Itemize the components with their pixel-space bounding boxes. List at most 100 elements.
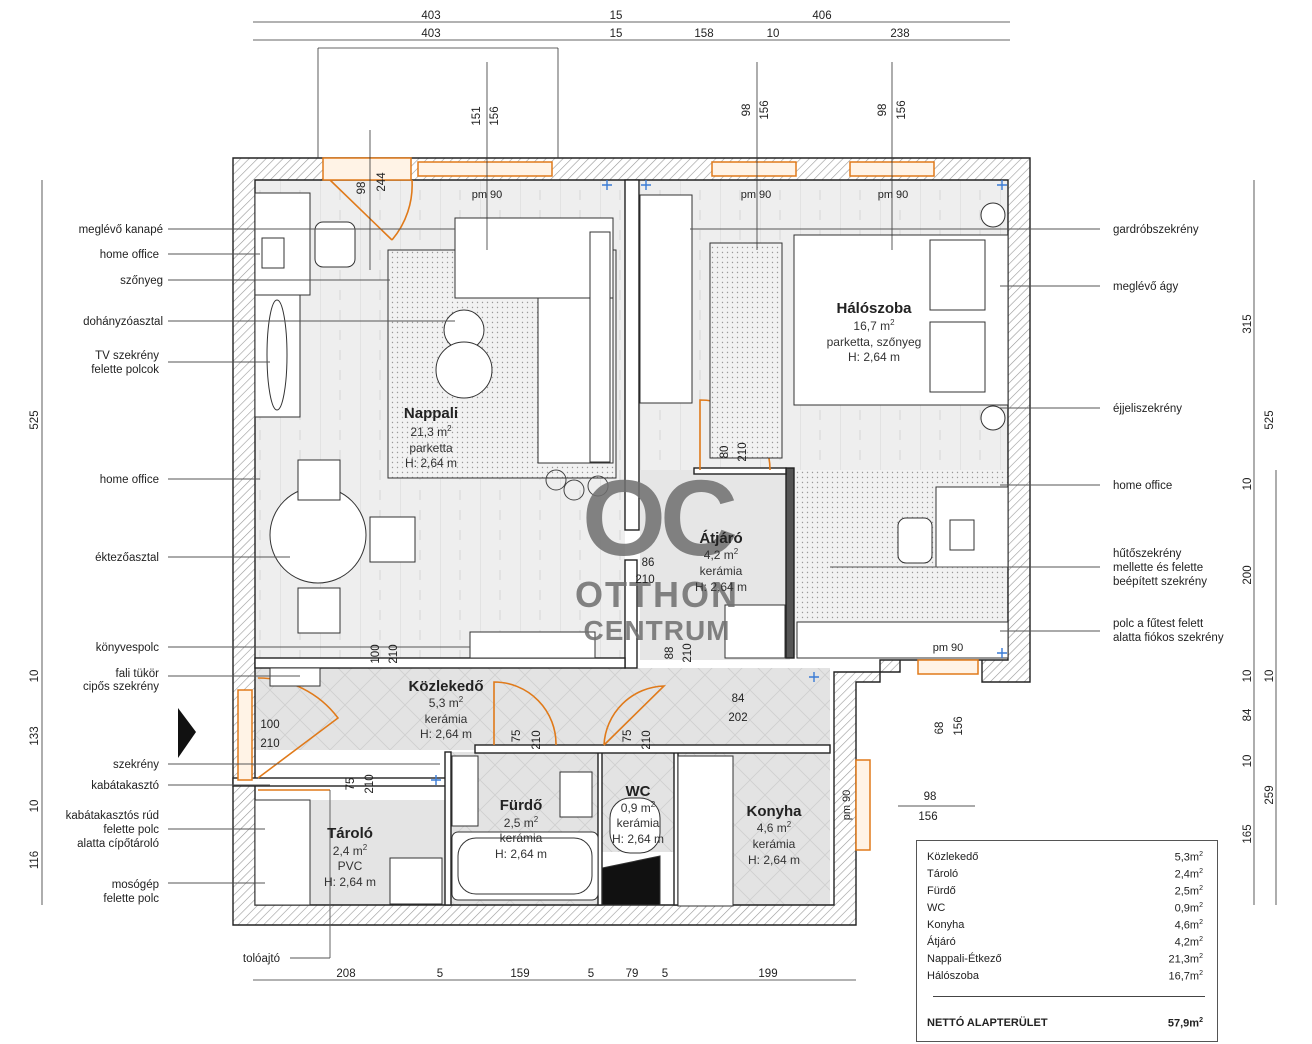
svg-text:kabátakasztó: kabátakasztó bbox=[91, 780, 159, 792]
svg-text:OTTHON: OTTHON bbox=[575, 574, 739, 615]
right-dimensions: 315 525 10 200 10 84 10 165 259 10 bbox=[1242, 314, 1276, 843]
svg-text:fali tükör: fali tükör bbox=[116, 668, 160, 680]
svg-text:259: 259 bbox=[1264, 785, 1276, 804]
svg-text:mellette és felette: mellette és felette bbox=[1113, 562, 1203, 574]
svg-text:21,3 m2: 21,3 m2 bbox=[410, 424, 452, 439]
svg-text:H: 2,64 m: H: 2,64 m bbox=[420, 727, 472, 741]
svg-text:szekrény: szekrény bbox=[113, 759, 159, 771]
room-name-konyha: Konyha bbox=[746, 803, 802, 820]
svg-text:4,2 m2: 4,2 m2 bbox=[704, 547, 739, 562]
svg-text:PVC: PVC bbox=[338, 859, 363, 873]
svg-text:polc a fűtest felett: polc a fűtest felett bbox=[1113, 618, 1204, 630]
svg-text:244: 244 bbox=[376, 172, 388, 192]
svg-text:156: 156 bbox=[953, 716, 965, 735]
radiator-labels: pm 90 pm 90 pm 90 pm 90 pm 90 bbox=[472, 189, 964, 820]
svg-text:parketta: parketta bbox=[409, 441, 453, 455]
window-dimensions: 151 156 98 244 98 156 98 156 68 156 98 1… bbox=[356, 100, 965, 823]
svg-text:10: 10 bbox=[29, 800, 41, 813]
svg-text:alatta fiókos szekrény: alatta fiókos szekrény bbox=[1113, 632, 1224, 644]
right-annotations: gardróbszekrény meglévő ágy éjjeliszekré… bbox=[1113, 224, 1224, 644]
svg-text:98: 98 bbox=[356, 182, 368, 195]
svg-text:H: 2,64 m: H: 2,64 m bbox=[612, 832, 664, 846]
svg-text:238: 238 bbox=[890, 28, 909, 40]
svg-text:éjjeliszekrény: éjjeliszekrény bbox=[1113, 403, 1182, 415]
svg-text:156: 156 bbox=[759, 100, 771, 119]
room-name-furdo: Fürdő bbox=[500, 797, 543, 814]
svg-text:210: 210 bbox=[388, 644, 400, 663]
svg-text:felette polcok: felette polcok bbox=[91, 364, 159, 376]
svg-text:H: 2,64 m: H: 2,64 m bbox=[324, 875, 376, 889]
svg-text:5,3 m2: 5,3 m2 bbox=[429, 695, 464, 710]
svg-text:315: 315 bbox=[1242, 314, 1254, 333]
svg-text:98: 98 bbox=[741, 104, 753, 117]
svg-text:H: 2,64 m: H: 2,64 m bbox=[495, 847, 547, 861]
room-labels: Nappali 21,3 m2 parketta H: 2,64 m Hálós… bbox=[324, 300, 921, 889]
svg-text:gardróbszekrény: gardróbszekrény bbox=[1113, 224, 1199, 236]
svg-text:kerámia: kerámia bbox=[425, 712, 468, 726]
svg-text:210: 210 bbox=[260, 738, 279, 750]
svg-text:199: 199 bbox=[758, 968, 777, 980]
svg-text:525: 525 bbox=[29, 410, 41, 429]
svg-text:116: 116 bbox=[29, 851, 41, 869]
furniture bbox=[254, 192, 1009, 907]
svg-text:10: 10 bbox=[1242, 478, 1254, 491]
svg-text:OC: OC bbox=[582, 457, 736, 578]
svg-text:2,4 m2: 2,4 m2 bbox=[333, 843, 368, 858]
svg-text:meglévő ágy: meglévő ágy bbox=[1113, 281, 1178, 293]
top-dimensions: 403 15 406 403 15 158 10 238 bbox=[421, 10, 909, 40]
svg-text:hűtőszekrény: hűtőszekrény bbox=[1113, 548, 1182, 560]
svg-text:100: 100 bbox=[260, 719, 279, 731]
svg-text:felette polc: felette polc bbox=[103, 893, 159, 905]
svg-text:68: 68 bbox=[934, 722, 946, 735]
svg-text:kerámia: kerámia bbox=[500, 831, 543, 845]
svg-text:cipős szekrény: cipős szekrény bbox=[83, 681, 159, 693]
svg-text:75: 75 bbox=[511, 730, 523, 743]
entrance-arrow-icon bbox=[178, 708, 196, 758]
svg-text:kerámia: kerámia bbox=[753, 837, 796, 851]
svg-text:kerámia: kerámia bbox=[617, 816, 660, 830]
svg-text:210: 210 bbox=[682, 643, 694, 662]
svg-text:CENTRUM: CENTRUM bbox=[584, 615, 731, 646]
svg-text:159: 159 bbox=[510, 968, 529, 980]
svg-text:210: 210 bbox=[737, 442, 749, 461]
svg-text:156: 156 bbox=[918, 811, 937, 823]
svg-text:H: 2,64 m: H: 2,64 m bbox=[405, 456, 457, 470]
svg-text:98: 98 bbox=[877, 104, 889, 117]
svg-text:100: 100 bbox=[370, 644, 382, 663]
svg-text:84: 84 bbox=[1242, 708, 1254, 721]
room-name-kozlekedo: Közlekedő bbox=[408, 678, 483, 695]
svg-text:406: 406 bbox=[812, 10, 831, 22]
room-name-wc: WC bbox=[626, 783, 651, 800]
room-name-atjaro: Átjáró bbox=[699, 530, 742, 547]
svg-text:403: 403 bbox=[421, 10, 440, 22]
svg-text:80: 80 bbox=[719, 446, 731, 459]
room-area-nappali: 21,3 m bbox=[410, 425, 447, 439]
svg-text:165: 165 bbox=[1242, 824, 1254, 843]
svg-text:home office: home office bbox=[100, 474, 159, 486]
dimension-lines bbox=[41, 21, 1277, 981]
svg-text:mosógép: mosógép bbox=[112, 879, 159, 891]
svg-text:525: 525 bbox=[1264, 410, 1276, 429]
svg-text:84: 84 bbox=[732, 693, 745, 705]
svg-text:210: 210 bbox=[635, 574, 654, 586]
svg-text:2,5 m2: 2,5 m2 bbox=[504, 815, 539, 830]
svg-text:10: 10 bbox=[1242, 670, 1254, 683]
svg-text:200: 200 bbox=[1242, 565, 1254, 584]
svg-text:15: 15 bbox=[610, 10, 623, 22]
svg-text:kerámia: kerámia bbox=[700, 564, 743, 578]
svg-text:home office: home office bbox=[1113, 480, 1172, 492]
svg-text:éktezőasztal: éktezőasztal bbox=[95, 552, 159, 564]
svg-text:5: 5 bbox=[588, 968, 594, 980]
svg-text:210: 210 bbox=[641, 730, 653, 749]
svg-text:79: 79 bbox=[626, 968, 639, 980]
left-annotations: meglévő kanapé home office szőnyeg dohán… bbox=[66, 224, 280, 965]
svg-text:pm 90: pm 90 bbox=[741, 189, 772, 201]
svg-text:4,6 m2: 4,6 m2 bbox=[757, 820, 792, 835]
bottom-dimensions: 208 5 159 5 79 5 199 bbox=[336, 968, 777, 980]
svg-text:alatta cípőtároló: alatta cípőtároló bbox=[77, 838, 159, 850]
